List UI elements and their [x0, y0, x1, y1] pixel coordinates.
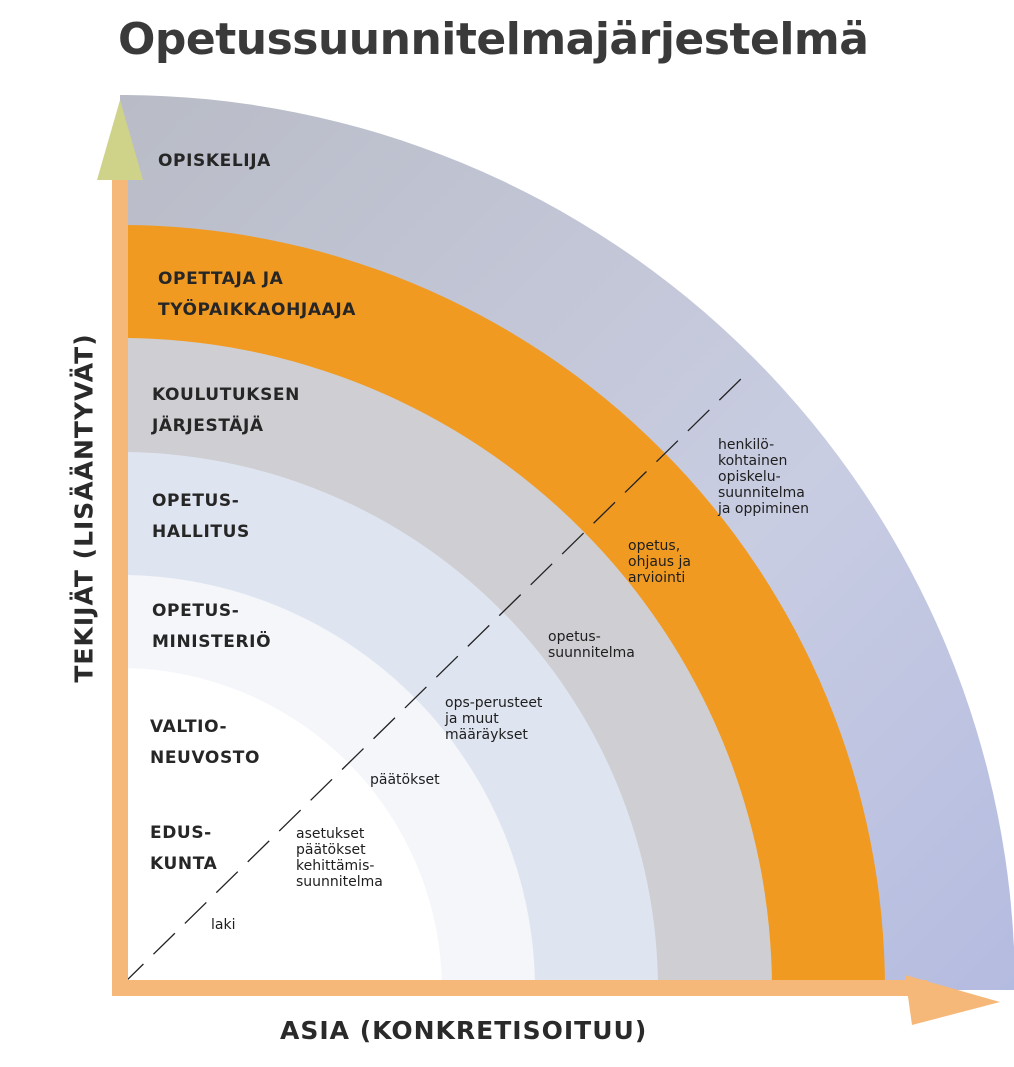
x-axis-label: ASIA (KONKRETISOITUU) — [280, 1016, 648, 1045]
label-opetushallitus: OPETUS- HALLITUS — [152, 491, 250, 542]
label-opetusministerio: OPETUS- MINISTERIÖ — [152, 601, 272, 652]
label-opettaja-ja-tyopaikkaohjaaja: OPETTAJA JA TYÖPAIKKAOHJAAJA — [158, 269, 357, 320]
diagram-title: Opetussuunnitelmajärjestelmä — [118, 14, 869, 65]
y-axis — [112, 170, 128, 992]
annotation-henkilokohtainen: henkilö- kohtainen opiskelu- suunnitelma… — [718, 437, 810, 517]
y-axis-label: TEKIJÄT (LISÄÄNTYVÄT) — [69, 333, 99, 683]
diagonal-dashed-line — [121, 374, 746, 986]
annotation-opetussuunnitelma: opetus- suunnitelma — [548, 629, 635, 661]
label-koulutuksen-jarjestaja: KOULUTUKSEN JÄRJESTÄJÄ — [152, 385, 300, 436]
annotation-paatokset: päätökset — [370, 772, 440, 788]
y-axis-arrowhead — [97, 100, 143, 180]
annotation-opetus-ohjaus: opetus, ohjaus ja arviointi — [628, 538, 691, 586]
annotation-ops-perusteet: ops-perusteet ja muut määräykset — [445, 695, 543, 743]
x-axis — [112, 980, 927, 996]
label-eduskunta: EDUS- KUNTA — [150, 823, 218, 874]
label-valtioneuvosto: VALTIO- NEUVOSTO — [150, 717, 261, 768]
annotation-asetukset: asetukset päätökset kehittämis- suunnite… — [296, 826, 383, 890]
annotation-laki: laki — [211, 917, 236, 933]
x-axis-arrowhead — [905, 975, 1000, 1025]
label-opiskelija: OPISKELIJA — [158, 151, 271, 171]
